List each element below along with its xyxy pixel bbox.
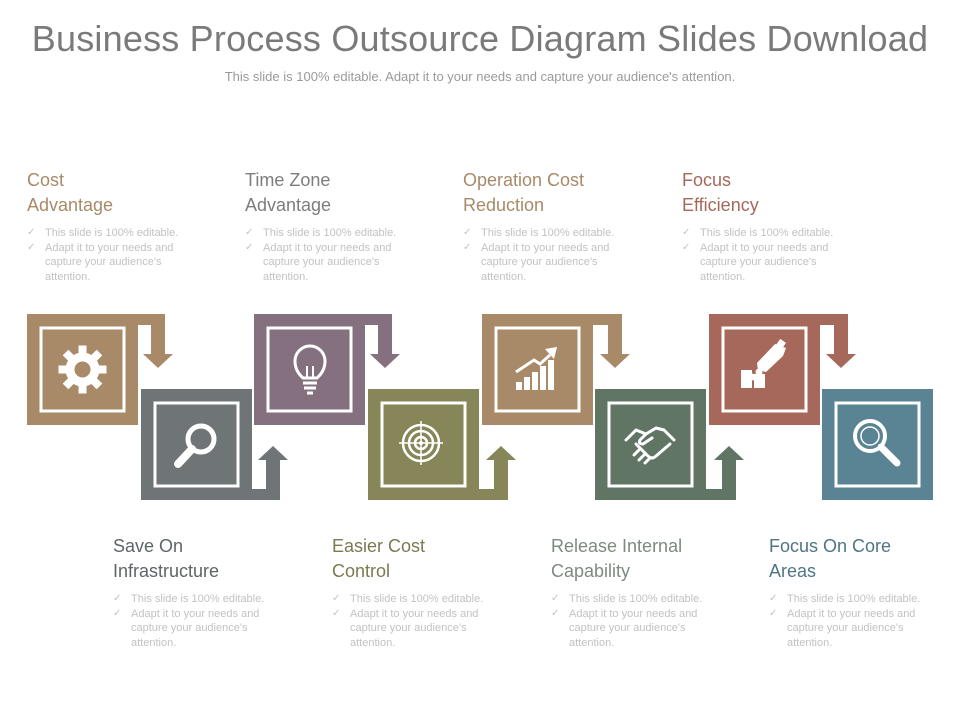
box-easier-cost-control: [368, 389, 479, 500]
bullet-item: Adapt it to your needs and capture your …: [245, 241, 425, 285]
heading-line: Cost: [27, 170, 65, 190]
up-arrow-connector-2: [476, 446, 516, 500]
bullet-item: Adapt it to your needs and capture your …: [113, 607, 293, 651]
text-block-focus-on-core-areas: Focus On Core Areas This slide is 100% e…: [769, 534, 949, 650]
bullet-list: This slide is 100% editable. Adapt it to…: [551, 592, 731, 650]
heading-line: Save On: [113, 536, 184, 556]
slide-subtitle: This slide is 100% editable. Adapt it to…: [224, 69, 736, 84]
search-zoom-icon: [853, 419, 901, 467]
text-block-release-internal-capability: Release Internal Capability This slide i…: [551, 534, 731, 650]
bullet-item: This slide is 100% editable.: [332, 592, 512, 607]
heading-line: Infrastructure: [113, 561, 220, 581]
heading-easier-cost-control: Easier Cost Control: [332, 534, 512, 584]
down-arrow-connector-1: [138, 314, 173, 368]
heading-line: Time Zone: [245, 170, 331, 190]
bullet-list: This slide is 100% editable. Adapt it to…: [769, 592, 949, 650]
bullet-list: This slide is 100% editable. Adapt it to…: [332, 592, 512, 650]
heading-line: Capability: [551, 561, 631, 581]
bullet-item: This slide is 100% editable.: [551, 592, 731, 607]
down-arrow-connector-4: [816, 314, 856, 368]
bullet-item: Adapt it to your needs and capture your …: [463, 241, 643, 285]
up-arrow-connector-1: [248, 446, 288, 500]
bullet-item: Adapt it to your needs and capture your …: [332, 607, 512, 651]
target-icon: [399, 421, 443, 465]
down-arrow-connector-2: [360, 314, 400, 368]
bullet-item: This slide is 100% editable.: [27, 226, 207, 241]
box-focus-efficiency: [709, 314, 820, 425]
heading-operation-cost-reduction: Operation Cost Reduction: [463, 168, 643, 218]
heading-line: Release Internal: [551, 536, 683, 556]
bullet-item: This slide is 100% editable.: [245, 226, 425, 241]
heading-line: Areas: [769, 561, 817, 581]
puzzle-hand-icon: [741, 338, 786, 388]
bullet-item: Adapt it to your needs and capture your …: [769, 607, 949, 651]
text-block-time-zone-advantage: Time Zone Advantage This slide is 100% e…: [245, 168, 425, 284]
bullet-item: Adapt it to your needs and capture your …: [682, 241, 862, 285]
heading-line: Easier Cost: [332, 536, 426, 556]
heading-focus-efficiency: Focus Efficiency: [682, 168, 862, 218]
text-block-cost-advantage: Cost Advantage This slide is 100% editab…: [27, 168, 207, 284]
box-time-zone-advantage: [254, 314, 365, 425]
slide-title: Business Process Outsource Diagram Slide…: [31, 18, 929, 59]
text-block-save-on-infrastructure: Save On Infrastructure This slide is 100…: [113, 534, 293, 650]
magnifier-icon: [174, 423, 217, 468]
up-arrow-connector-3: [704, 446, 744, 500]
down-arrow-connector-3: [590, 314, 630, 368]
box-release-internal-capability: [595, 389, 706, 500]
heading-line: Advantage: [27, 195, 114, 215]
heading-save-on-infrastructure: Save On Infrastructure: [113, 534, 293, 584]
heading-line: Focus On Core: [769, 536, 892, 556]
heading-line: Reduction: [463, 195, 545, 215]
box-save-on-infrastructure: [141, 389, 252, 500]
heading-focus-on-core-areas: Focus On Core Areas: [769, 534, 949, 584]
heading-line: Focus: [682, 170, 732, 190]
heading-time-zone-advantage: Time Zone Advantage: [245, 168, 425, 218]
heading-line: Advantage: [245, 195, 332, 215]
bullet-item: This slide is 100% editable.: [682, 226, 862, 241]
box-operation-cost-reduction: [482, 314, 593, 425]
bullet-list: This slide is 100% editable. Adapt it to…: [113, 592, 293, 650]
text-block-operation-cost-reduction: Operation Cost Reduction This slide is 1…: [463, 168, 643, 284]
growth-chart-icon: [515, 347, 557, 390]
bullet-item: This slide is 100% editable.: [463, 226, 643, 241]
text-block-easier-cost-control: Easier Cost Control This slide is 100% e…: [332, 534, 512, 650]
bullet-list: This slide is 100% editable. Adapt it to…: [27, 226, 207, 284]
heading-release-internal-capability: Release Internal Capability: [551, 534, 731, 584]
heading-line: Operation Cost: [463, 170, 585, 190]
box-cost-advantage: [27, 314, 138, 425]
box-focus-on-core-areas: [822, 389, 933, 500]
text-block-focus-efficiency: Focus Efficiency This slide is 100% edit…: [682, 168, 862, 284]
gear-icon: [58, 345, 107, 394]
bullet-list: This slide is 100% editable. Adapt it to…: [682, 226, 862, 284]
bullet-item: This slide is 100% editable.: [769, 592, 949, 607]
bullet-list: This slide is 100% editable. Adapt it to…: [463, 226, 643, 284]
heading-line: Efficiency: [682, 195, 759, 215]
heading-line: Control: [332, 561, 391, 581]
handshake-icon: [624, 426, 676, 465]
bullet-item: This slide is 100% editable.: [113, 592, 293, 607]
heading-cost-advantage: Cost Advantage: [27, 168, 207, 218]
bullet-list: This slide is 100% editable. Adapt it to…: [245, 226, 425, 284]
bullet-item: Adapt it to your needs and capture your …: [551, 607, 731, 651]
bullet-item: Adapt it to your needs and capture your …: [27, 241, 207, 285]
lightbulb-icon: [293, 344, 327, 395]
